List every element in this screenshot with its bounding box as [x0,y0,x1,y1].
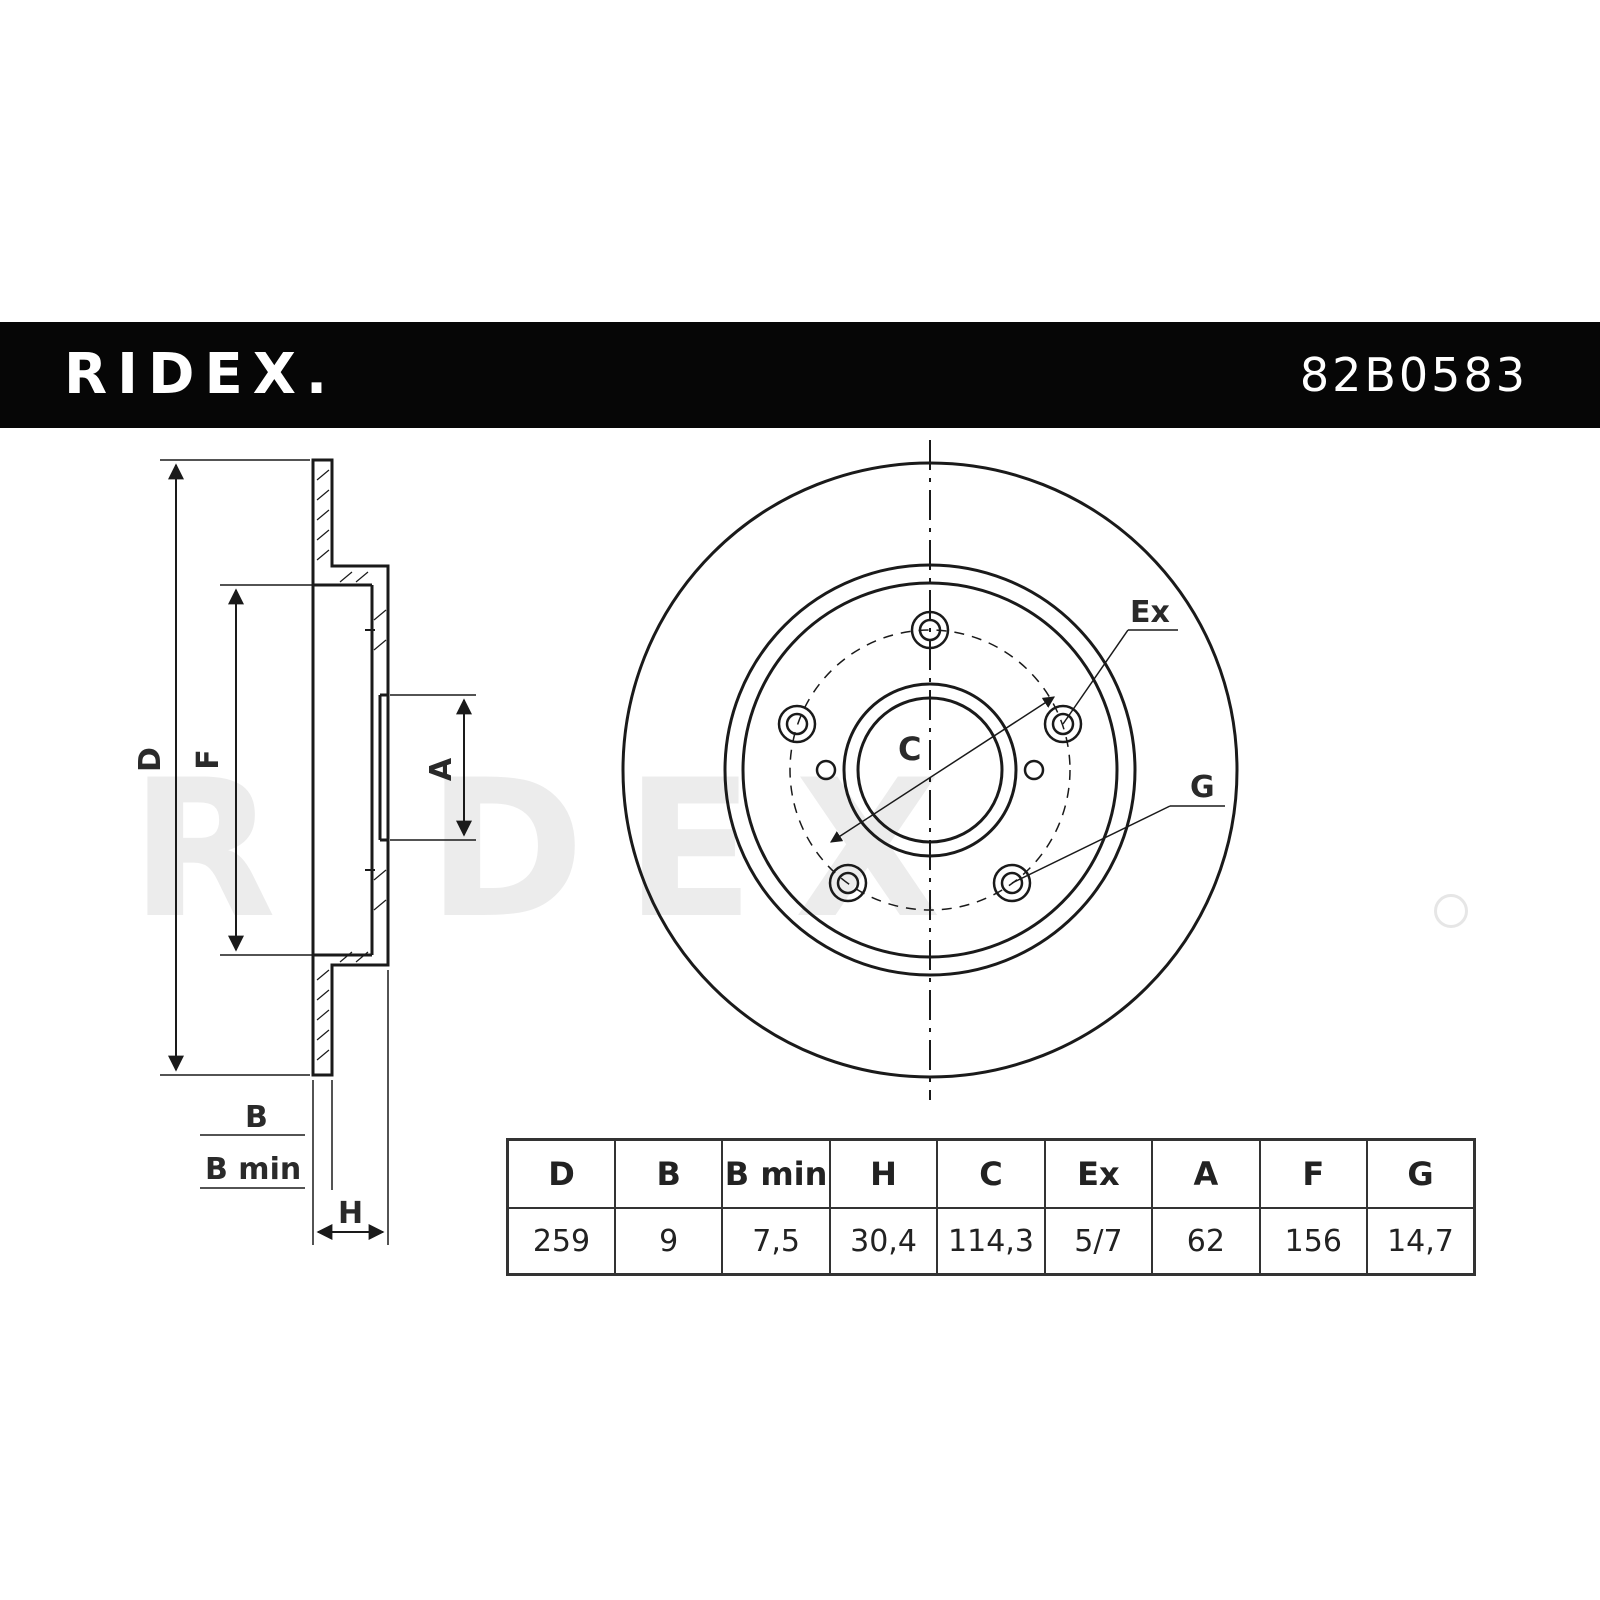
spec-value-cell: 5/7 [1043,1207,1154,1276]
spec-header-cell: D [506,1138,616,1209]
spec-value-cell: 14,7 [1366,1207,1476,1276]
part-number: 82B0583 [1299,348,1528,402]
spec-header-cell: A [1151,1138,1261,1209]
label-c: C [898,730,922,768]
spec-value-cell: 156 [1258,1207,1369,1276]
spec-value-cell: 9 [613,1207,724,1276]
spec-header-cell: F [1258,1138,1369,1209]
registered-mark-icon [1434,894,1468,928]
label-h: H [338,1196,364,1231]
side-view [311,458,390,1077]
front-view [621,440,1239,1100]
spec-header-row: D B B min H C Ex A F G [506,1138,1476,1209]
label-f: F [190,749,226,770]
ridex-logo: RIDEX. [64,342,338,407]
spec-value-cell: 30,4 [828,1207,939,1276]
spec-header-cell: G [1366,1138,1476,1209]
spec-value-cell: 114,3 [936,1207,1046,1276]
spec-header-cell: B min [721,1138,831,1209]
spec-header-cell: H [828,1138,939,1209]
spec-value-cell: 7,5 [721,1207,831,1276]
label-d: D [132,747,168,772]
spec-header-cell: Ex [1043,1138,1154,1209]
label-ex: Ex [1130,595,1170,630]
spec-value-cell: 259 [506,1207,616,1276]
label-b-min: B min [205,1152,302,1187]
spec-value-row: 259 9 7,5 30,4 114,3 5/7 62 156 14,7 [506,1207,1476,1276]
spec-table: D B B min H C Ex A F G 259 9 7,5 30,4 11… [506,1138,1476,1276]
header-bar [0,322,1600,428]
spec-value-cell: 62 [1151,1207,1261,1276]
label-a: A [424,757,460,782]
ridex-watermark: RIDEX [130,739,981,960]
spec-header-cell: C [936,1138,1046,1209]
spec-header-cell: B [613,1138,724,1209]
label-b: B [245,1100,268,1135]
label-g: G [1190,770,1215,805]
